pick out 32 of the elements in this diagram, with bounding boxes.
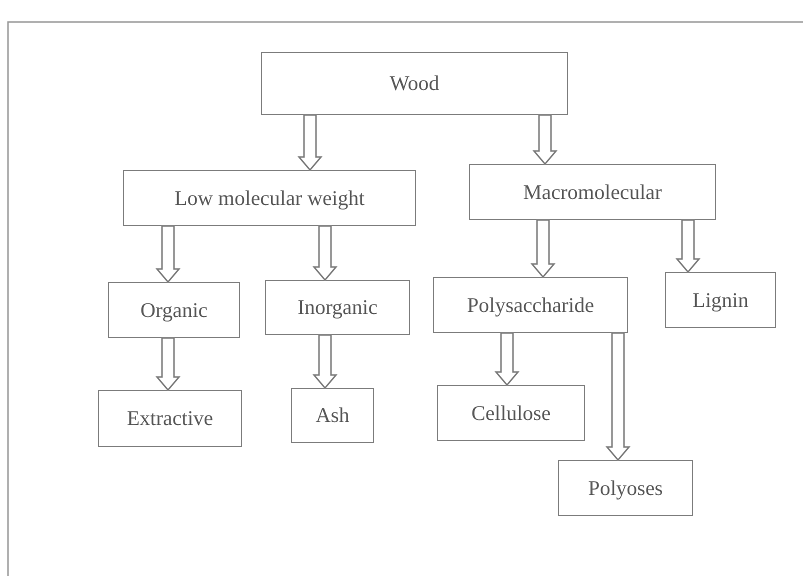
node-label: Polyoses <box>588 476 663 500</box>
node-label: Extractive <box>126 406 214 431</box>
node-label: Cellulose <box>471 400 551 426</box>
block-arrow <box>155 337 181 392</box>
node-label: Organic <box>140 298 208 322</box>
node-label: Ash <box>316 403 350 428</box>
block-arrow <box>530 219 556 278</box>
block-arrow <box>532 114 558 166</box>
block-arrow <box>675 219 701 274</box>
block-arrow <box>605 332 631 462</box>
category-box <box>437 385 585 441</box>
node-label: Inorganic <box>297 295 378 320</box>
category-box <box>108 282 240 338</box>
node-label: Lignin <box>692 288 748 312</box>
block-arrow <box>297 114 323 172</box>
category-box <box>265 280 410 335</box>
block-arrow <box>155 225 181 284</box>
category-box <box>291 388 374 443</box>
category-box <box>433 277 628 333</box>
node-label: Macromolecular <box>523 180 662 204</box>
category-box <box>558 460 693 516</box>
block-arrow <box>312 334 338 390</box>
node-label: Wood <box>390 71 440 96</box>
category-box <box>123 170 416 226</box>
block-arrow <box>494 332 520 386</box>
category-box <box>665 272 776 328</box>
node-label: Low molecular weight <box>174 186 365 210</box>
block-arrow <box>312 225 338 282</box>
category-box <box>261 52 568 115</box>
category-box <box>98 390 242 447</box>
node-label: Polysaccharide <box>466 292 594 318</box>
category-box <box>469 164 716 220</box>
